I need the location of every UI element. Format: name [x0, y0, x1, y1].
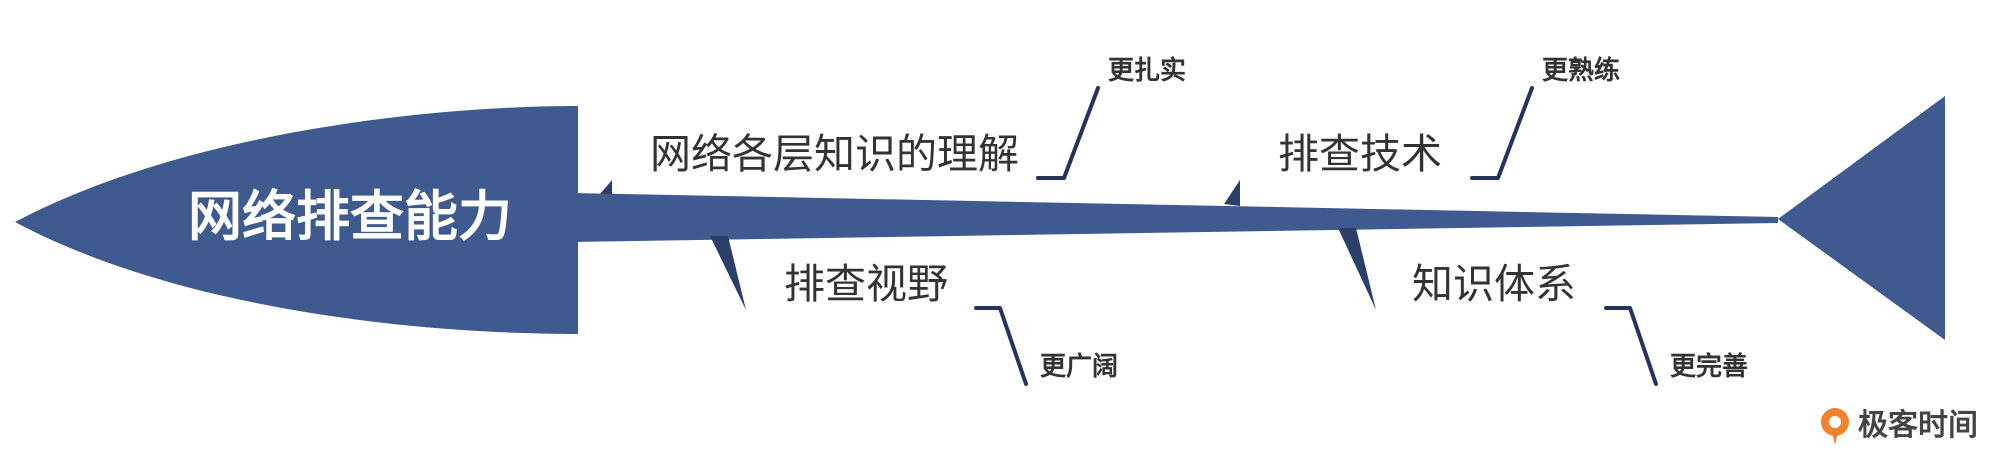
- leader-line-3: [1470, 86, 1534, 180]
- sub-label-more-complete: 更完善: [1670, 352, 1749, 382]
- fish-spine: [572, 193, 1778, 242]
- branch-label-troubleshoot-tech: 排查技术: [1278, 130, 1442, 178]
- branch-label-troubleshoot-vision: 排查视野: [784, 260, 948, 308]
- leader-line-1: [1036, 86, 1100, 180]
- sub-label-broader: 更广阔: [1040, 352, 1119, 382]
- leader-line-2: [974, 306, 1028, 386]
- geektime-logo-icon: [1821, 408, 1849, 445]
- branch-label-network-layers: 网络各层知识的理解: [650, 130, 1019, 178]
- bone-upper-2: [1224, 180, 1240, 206]
- fish-tail: [1778, 96, 1945, 340]
- leader-line-4: [1604, 306, 1658, 386]
- head-title: 网络排查能力: [188, 185, 512, 248]
- brand-watermark: 极客时间: [1818, 406, 1978, 446]
- bone-upper-1: [600, 180, 612, 194]
- sub-label-more-solid: 更扎实: [1108, 56, 1187, 86]
- branch-label-knowledge-system: 知识体系: [1412, 260, 1576, 308]
- sub-label-more-skilled: 更熟练: [1542, 56, 1621, 86]
- fish-head: [15, 106, 578, 334]
- brand-name: 极客时间: [1858, 408, 1978, 443]
- bone-lower-2: [1338, 228, 1376, 310]
- bone-lower-1: [710, 236, 746, 310]
